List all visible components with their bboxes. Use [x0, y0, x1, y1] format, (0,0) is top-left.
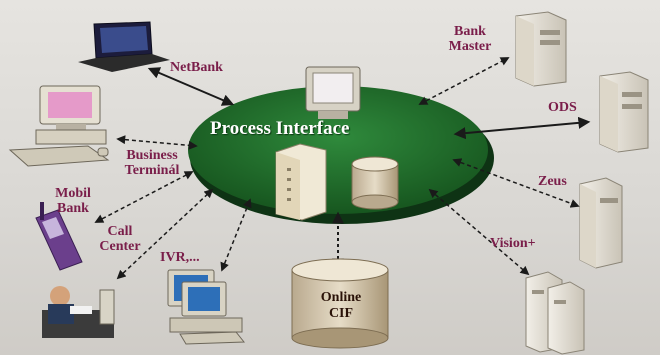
label-bank-master: Bank Master	[440, 24, 500, 54]
label-business-line2: Terminál	[124, 163, 180, 178]
label-netbank: NetBank	[170, 60, 223, 75]
vision-connector	[428, 188, 530, 276]
label-ods: ODS	[548, 100, 577, 115]
label-zeus: Zeus	[538, 174, 567, 189]
mobile-phone-icon	[35, 202, 83, 271]
hub-database-icon	[351, 156, 399, 210]
label-mobil-bank-line2: Bank	[57, 201, 89, 216]
online-cif-database-icon	[291, 258, 389, 349]
netbank-connector	[147, 67, 235, 106]
label-mobil-bank-line1: Mobil	[55, 186, 91, 201]
label-bank-master-line2: Master	[448, 39, 492, 54]
label-business-line1: Business	[126, 148, 178, 163]
call-center-person-icon	[42, 286, 115, 338]
label-bank-master-line1: Bank	[454, 24, 486, 39]
zeus-connector	[452, 158, 580, 208]
ivr-connector	[220, 198, 252, 272]
laptop-icon	[78, 21, 170, 72]
hub-monitor-icon	[305, 66, 361, 119]
hub-ellipse	[188, 86, 488, 214]
label-call-center-line2: Center	[99, 239, 141, 254]
terminal-computer-icon	[8, 85, 110, 167]
label-call-center: Call Center	[90, 224, 150, 254]
label-online-cif-line1: Online	[320, 290, 362, 305]
ods-connector	[453, 116, 591, 140]
label-online-cif-line2: CIF	[328, 306, 354, 321]
label-ivr: IVR,...	[160, 250, 200, 265]
mobil-bank-connector	[94, 171, 194, 223]
label-call-center-line1: Call	[107, 224, 133, 239]
label-business-terminal: Business Terminál	[112, 148, 192, 178]
label-online-cif: Online CIF	[296, 290, 386, 322]
business-connector	[116, 135, 198, 150]
label-vision: Vision+	[490, 236, 536, 251]
hub-title: Process Interface	[210, 118, 350, 139]
zeus-server-icon	[579, 177, 623, 269]
hub-server-icon	[275, 143, 327, 221]
bank-master-connector	[418, 57, 510, 105]
bank-master-server-icon	[515, 11, 567, 87]
call-center-connector	[116, 188, 214, 280]
ods-server-icon	[599, 71, 649, 153]
label-mobil-bank: Mobil Bank	[48, 186, 98, 216]
ivr-computers-icon	[167, 269, 246, 345]
dashed-connectors	[94, 57, 580, 280]
vision-servers-icon	[525, 271, 585, 355]
